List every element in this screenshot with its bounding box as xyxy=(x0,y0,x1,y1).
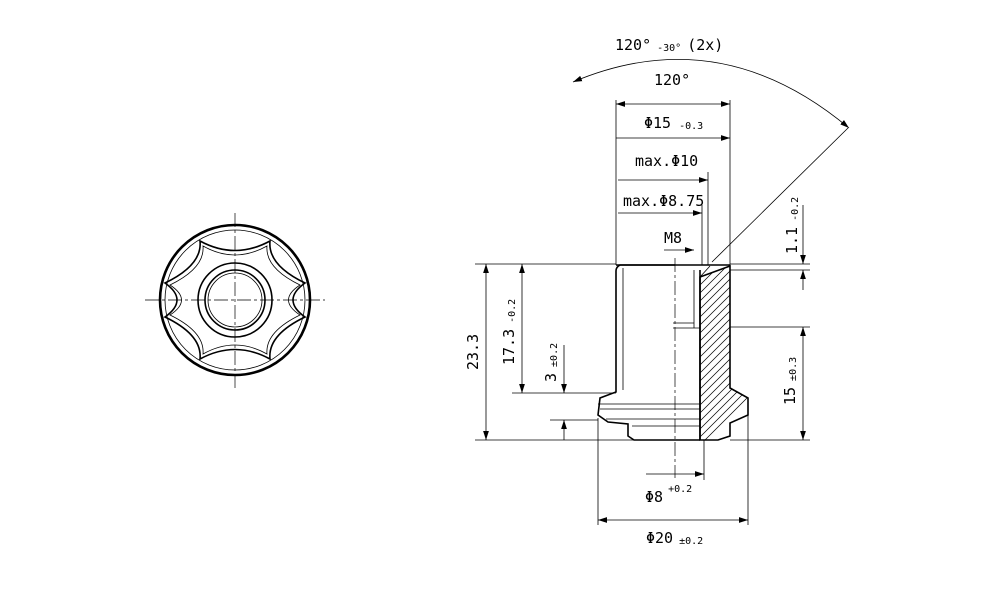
front-thread-circle xyxy=(207,272,263,328)
hatch-line xyxy=(700,266,707,440)
hatch-line xyxy=(700,266,748,440)
dimension-texts: 120°-30°(2x) 120° Φ15-0.3 max.Φ10 max.Φ8… xyxy=(464,36,801,547)
dim-23-3: 23.3 xyxy=(464,334,482,370)
hatch-line xyxy=(700,266,739,440)
dim-dia20: Φ20±0.2 xyxy=(646,529,703,547)
side-view: 120°-30°(2x) 120° Φ15-0.3 max.Φ10 max.Φ8… xyxy=(464,36,850,547)
dim-3: 3±0.2 xyxy=(542,343,560,382)
dim-max-dia875: max.Φ8.75 xyxy=(623,192,704,210)
hatch-line xyxy=(700,266,748,440)
dim-dia15: Φ15-0.3 xyxy=(644,114,703,132)
hatch-line xyxy=(700,266,748,440)
hatch-line xyxy=(700,266,748,440)
dim-angle-120-tol: 120°-30°(2x) xyxy=(615,36,723,54)
hatch-line xyxy=(700,266,748,440)
extension-lines xyxy=(475,100,849,525)
hatch-line xyxy=(700,266,748,440)
hatch-line xyxy=(700,266,748,440)
hatch-line xyxy=(700,266,715,440)
front-outer-circle xyxy=(158,223,312,377)
hatch-line xyxy=(700,266,748,440)
dim-17-3: 17.3-0.2 xyxy=(500,299,518,365)
hatch-line xyxy=(700,266,748,440)
hex-lobe-outline xyxy=(163,239,307,361)
dim-thread-m8: M8 xyxy=(664,229,682,247)
dim-15: 15±0.3 xyxy=(781,357,799,405)
hex-lobe-inner-outline xyxy=(169,245,301,355)
hatch-line xyxy=(700,266,748,440)
front-boss-circle xyxy=(197,262,273,338)
dim-max-dia10: max.Φ10 xyxy=(635,152,698,170)
hatch-line xyxy=(700,266,748,440)
front-outer-inner-circle xyxy=(164,229,306,371)
chamfer-line xyxy=(699,265,711,278)
hatch-line xyxy=(700,266,748,440)
body-outline xyxy=(597,264,700,441)
hatch-line xyxy=(490,255,690,455)
dim-dia8: Φ8+0.2 xyxy=(645,484,692,506)
dim-1-1: 1.1-0.2 xyxy=(783,197,801,254)
hatch-line xyxy=(700,266,748,440)
hatch-line xyxy=(700,266,747,440)
hatch-line xyxy=(700,266,748,440)
front-view xyxy=(145,213,325,388)
front-bore-circle xyxy=(204,269,266,331)
hatch-line xyxy=(700,266,748,440)
dim-angle-120: 120° xyxy=(654,71,690,89)
dimension-lines xyxy=(483,59,850,523)
